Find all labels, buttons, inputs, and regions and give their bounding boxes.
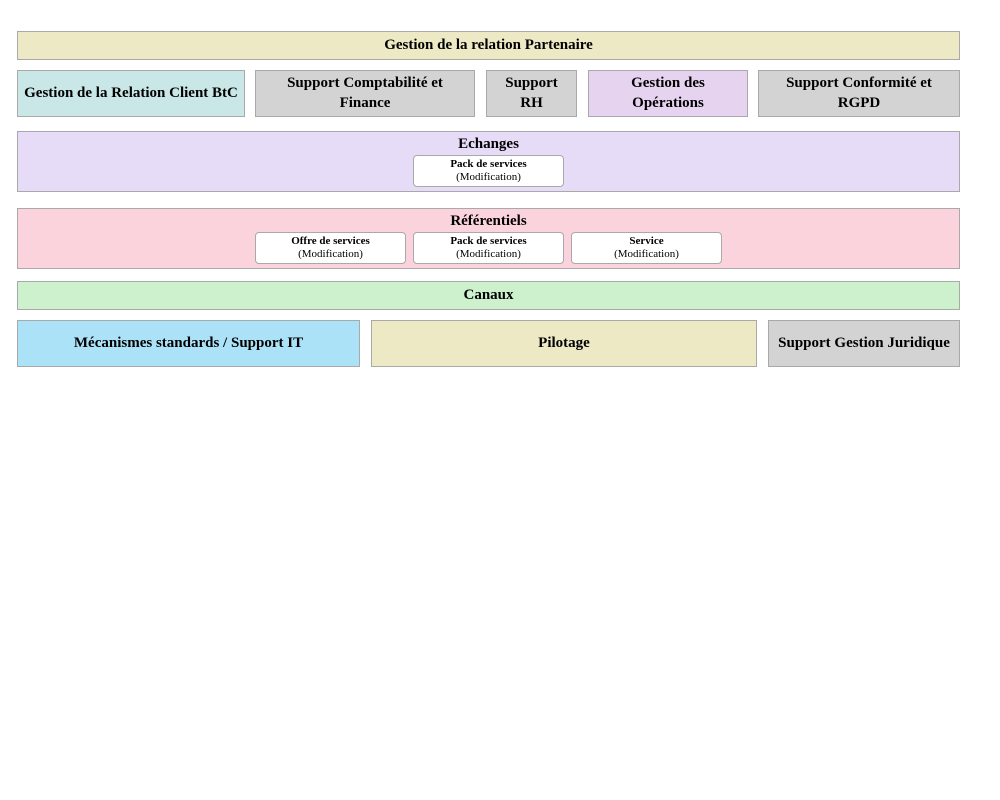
block-gestion-des-operations[interactable]: Gestion des Opérations — [588, 70, 748, 117]
item-service[interactable]: Service (Modification) — [571, 232, 722, 264]
item-title: Pack de services — [450, 157, 527, 170]
block-support-conformite-rgpd[interactable]: Support Conformité et RGPD — [758, 70, 960, 117]
echanges-items-row: Pack de services (Modification) — [18, 155, 959, 187]
block-support-gestion-juridique-label: Support Gestion Juridique — [778, 334, 950, 351]
capability-row: Gestion de la Relation Client BtC Suppor… — [17, 70, 960, 117]
bottom-row: Mécanismes standards / Support IT Pilota… — [17, 320, 960, 367]
block-gestion-des-operations-label: Gestion des Opérations — [631, 75, 705, 111]
item-subtitle: (Modification) — [614, 248, 679, 260]
block-pilotage-label: Pilotage — [538, 334, 590, 351]
section-referentiels-title: Référentiels — [450, 213, 527, 229]
item-subtitle: (Modification) — [298, 248, 363, 260]
item-title: Pack de services — [450, 234, 527, 247]
block-support-conformite-rgpd-label: Support Conformité et RGPD — [786, 75, 932, 111]
block-gestion-relation-partenaire[interactable]: Gestion de la relation Partenaire — [17, 31, 960, 60]
block-support-rh[interactable]: Support RH — [486, 70, 577, 117]
block-support-comptabilite-finance[interactable]: Support Comptabilité et Finance — [255, 70, 475, 117]
item-subtitle: (Modification) — [456, 171, 521, 183]
block-pilotage[interactable]: Pilotage — [371, 320, 757, 367]
block-gestion-relation-partenaire-label: Gestion de la relation Partenaire — [384, 37, 593, 53]
section-canaux-label: Canaux — [463, 287, 514, 303]
item-title: Service — [629, 234, 664, 247]
section-echanges[interactable]: Echanges Pack de services (Modification) — [17, 131, 960, 192]
item-subtitle: (Modification) — [456, 248, 521, 260]
item-title: Offre de services — [291, 234, 370, 247]
item-pack-de-services-echanges[interactable]: Pack de services (Modification) — [413, 155, 564, 187]
section-referentiels[interactable]: Référentiels Offre de services (Modifica… — [17, 208, 960, 269]
section-echanges-title: Echanges — [458, 136, 519, 152]
block-support-rh-label: Support RH — [505, 75, 558, 111]
block-gestion-relation-client-btc[interactable]: Gestion de la Relation Client BtC — [17, 70, 245, 117]
block-gestion-relation-client-btc-label: Gestion de la Relation Client BtC — [24, 84, 238, 101]
diagram-canvas: Gestion de la relation Partenaire Gestio… — [17, 0, 960, 367]
item-pack-de-services-referentiels[interactable]: Pack de services (Modification) — [413, 232, 564, 264]
item-offre-de-services[interactable]: Offre de services (Modification) — [255, 232, 406, 264]
block-mecanismes-standards-support-it-label: Mécanismes standards / Support IT — [73, 334, 304, 351]
block-support-comptabilite-finance-label: Support Comptabilité et Finance — [287, 75, 443, 111]
referentiels-items-row: Offre de services (Modification) Pack de… — [18, 232, 959, 264]
block-mecanismes-standards-support-it[interactable]: Mécanismes standards / Support IT — [17, 320, 360, 367]
block-support-gestion-juridique[interactable]: Support Gestion Juridique — [768, 320, 960, 367]
section-canaux[interactable]: Canaux — [17, 281, 960, 310]
